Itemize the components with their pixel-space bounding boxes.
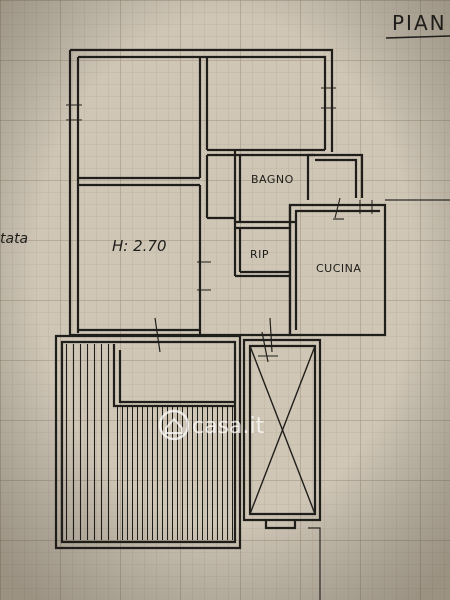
house-icon <box>158 409 190 441</box>
room-label-bathroom: BAGNO <box>251 173 294 186</box>
watermark-text: casa.it <box>192 414 265 439</box>
stairwell-box <box>242 331 322 530</box>
side-note: tata <box>0 231 28 247</box>
room-label-kitchen: CUCINA <box>316 262 361 275</box>
upper-unit-walls <box>66 48 387 353</box>
sheet-title: PIAN <box>392 11 447 35</box>
terrace-area <box>54 334 242 550</box>
room-height-label: H: 2.70 <box>112 237 167 255</box>
title-underline <box>385 35 450 39</box>
room-label-storage: RIP <box>250 248 269 261</box>
watermark: casa.it <box>158 409 265 441</box>
boundary-line-lower <box>308 527 321 600</box>
